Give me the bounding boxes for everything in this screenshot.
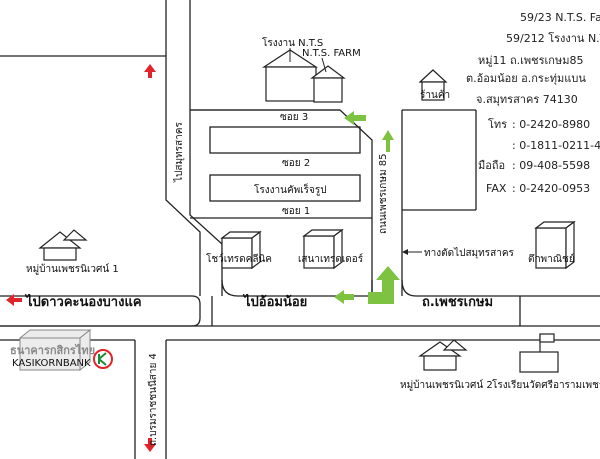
building-clinic-icon [220,230,262,270]
village1-label: หมู่บ้านเพชรนิเวศน์ 1 [26,263,119,275]
kbank-logo-icon [93,349,113,369]
shop-icon [418,69,448,101]
bank-en-label: KASIKORNBANK [12,358,91,369]
turn-note-pointer-head [402,249,408,255]
road-bangkok-south-label: ถ.บรมราชชนนีสาย 4 [147,353,159,446]
soi1-label: ซอย 1 [282,206,310,217]
green-arrow-left-soi3 [344,111,366,125]
factory-nts-label: โรงงาน N.T.S [262,36,323,49]
farm-arrow [321,57,327,73]
school-icon [519,333,559,373]
soi1-block [209,174,361,202]
gas-station-label: โชว์เทรดคลีนิค [206,252,272,265]
address-line4: ต.อ้อมน้อย อ.กระทุ่มแบน [466,72,586,85]
address-line1: 59/23 N.T.S. Farm [520,11,600,24]
fax: : 0-2420-0953 [512,182,590,195]
address-line3: หมู่11 ถ.เพชรเกษม85 [478,54,583,67]
mobile-label: มือถือ [478,159,505,172]
green-arrow-right-omnoi [334,290,354,304]
green-turn-arrow [368,266,400,304]
school-label: โรงเรียนวัดศรีอารามเพชร [492,378,600,391]
block-outline [190,109,373,296]
red-arrow-left [6,294,22,306]
road-edge-left-inner [189,0,223,296]
green-arrow-up-85 [382,130,394,152]
to-samut-sakhon-vertical: ไปสมุทรสาคร [173,122,185,183]
shop2-label: เสนาเทรดเดอร์ [298,253,364,265]
road-phetkasem-label: ถ.เพชรเกษม [422,295,493,310]
building-commercial-icon [534,220,576,270]
village1-icon [38,229,88,261]
shop-label: ร้านค้า [420,89,450,101]
phetkasem-top-right [401,279,600,297]
road-phetkasem85-label: ถนนเพชรเกษม 85 [378,154,389,234]
address-line2: 59/212 โรงงาน N.T.S [506,31,600,45]
soi3-label: ซอย 3 [280,112,308,123]
soi2-label: ซอย 2 [282,158,310,169]
nts-farm-label: N.T.S. FARM [302,48,361,59]
soi2-block [209,126,361,154]
village2-label: หมู่บ้านเพชรนิเวศน์ 2 [400,379,493,391]
factory-other-label: โรงงานคัพเร็จรูป [254,182,327,196]
to-om-noi-label: ไปอ้อมน้อย [242,293,307,310]
phetkasem-lane [211,296,521,326]
village2-icon [418,339,468,371]
phetkasem-top-mid [221,279,373,297]
fax-label: FAX [486,182,507,195]
phone-label: โทร [488,117,507,131]
phone1: : 0-2420-8980 [512,118,590,131]
turn-note-label: ทางตัดไปสมุทรสาคร [424,247,515,259]
market-label: ตึกพาณิชย์ [528,253,575,265]
phone2: : 0-1811-0211-4 [512,139,600,152]
bank-building-icon [18,328,92,372]
mobile: : 09-408-5598 [512,159,590,172]
bank-label: ธนาคารกสิกรไทย [10,343,95,357]
address-line5: จ.สมุทรสาคร 74130 [476,93,578,106]
building-trader-icon [302,228,344,270]
to-dao-khanong-label: ไปดาวคะนองบางแค [24,293,142,310]
road-edge-left-main [0,55,201,296]
red-arrow-up [144,64,156,78]
red-arrow-down [144,438,156,452]
